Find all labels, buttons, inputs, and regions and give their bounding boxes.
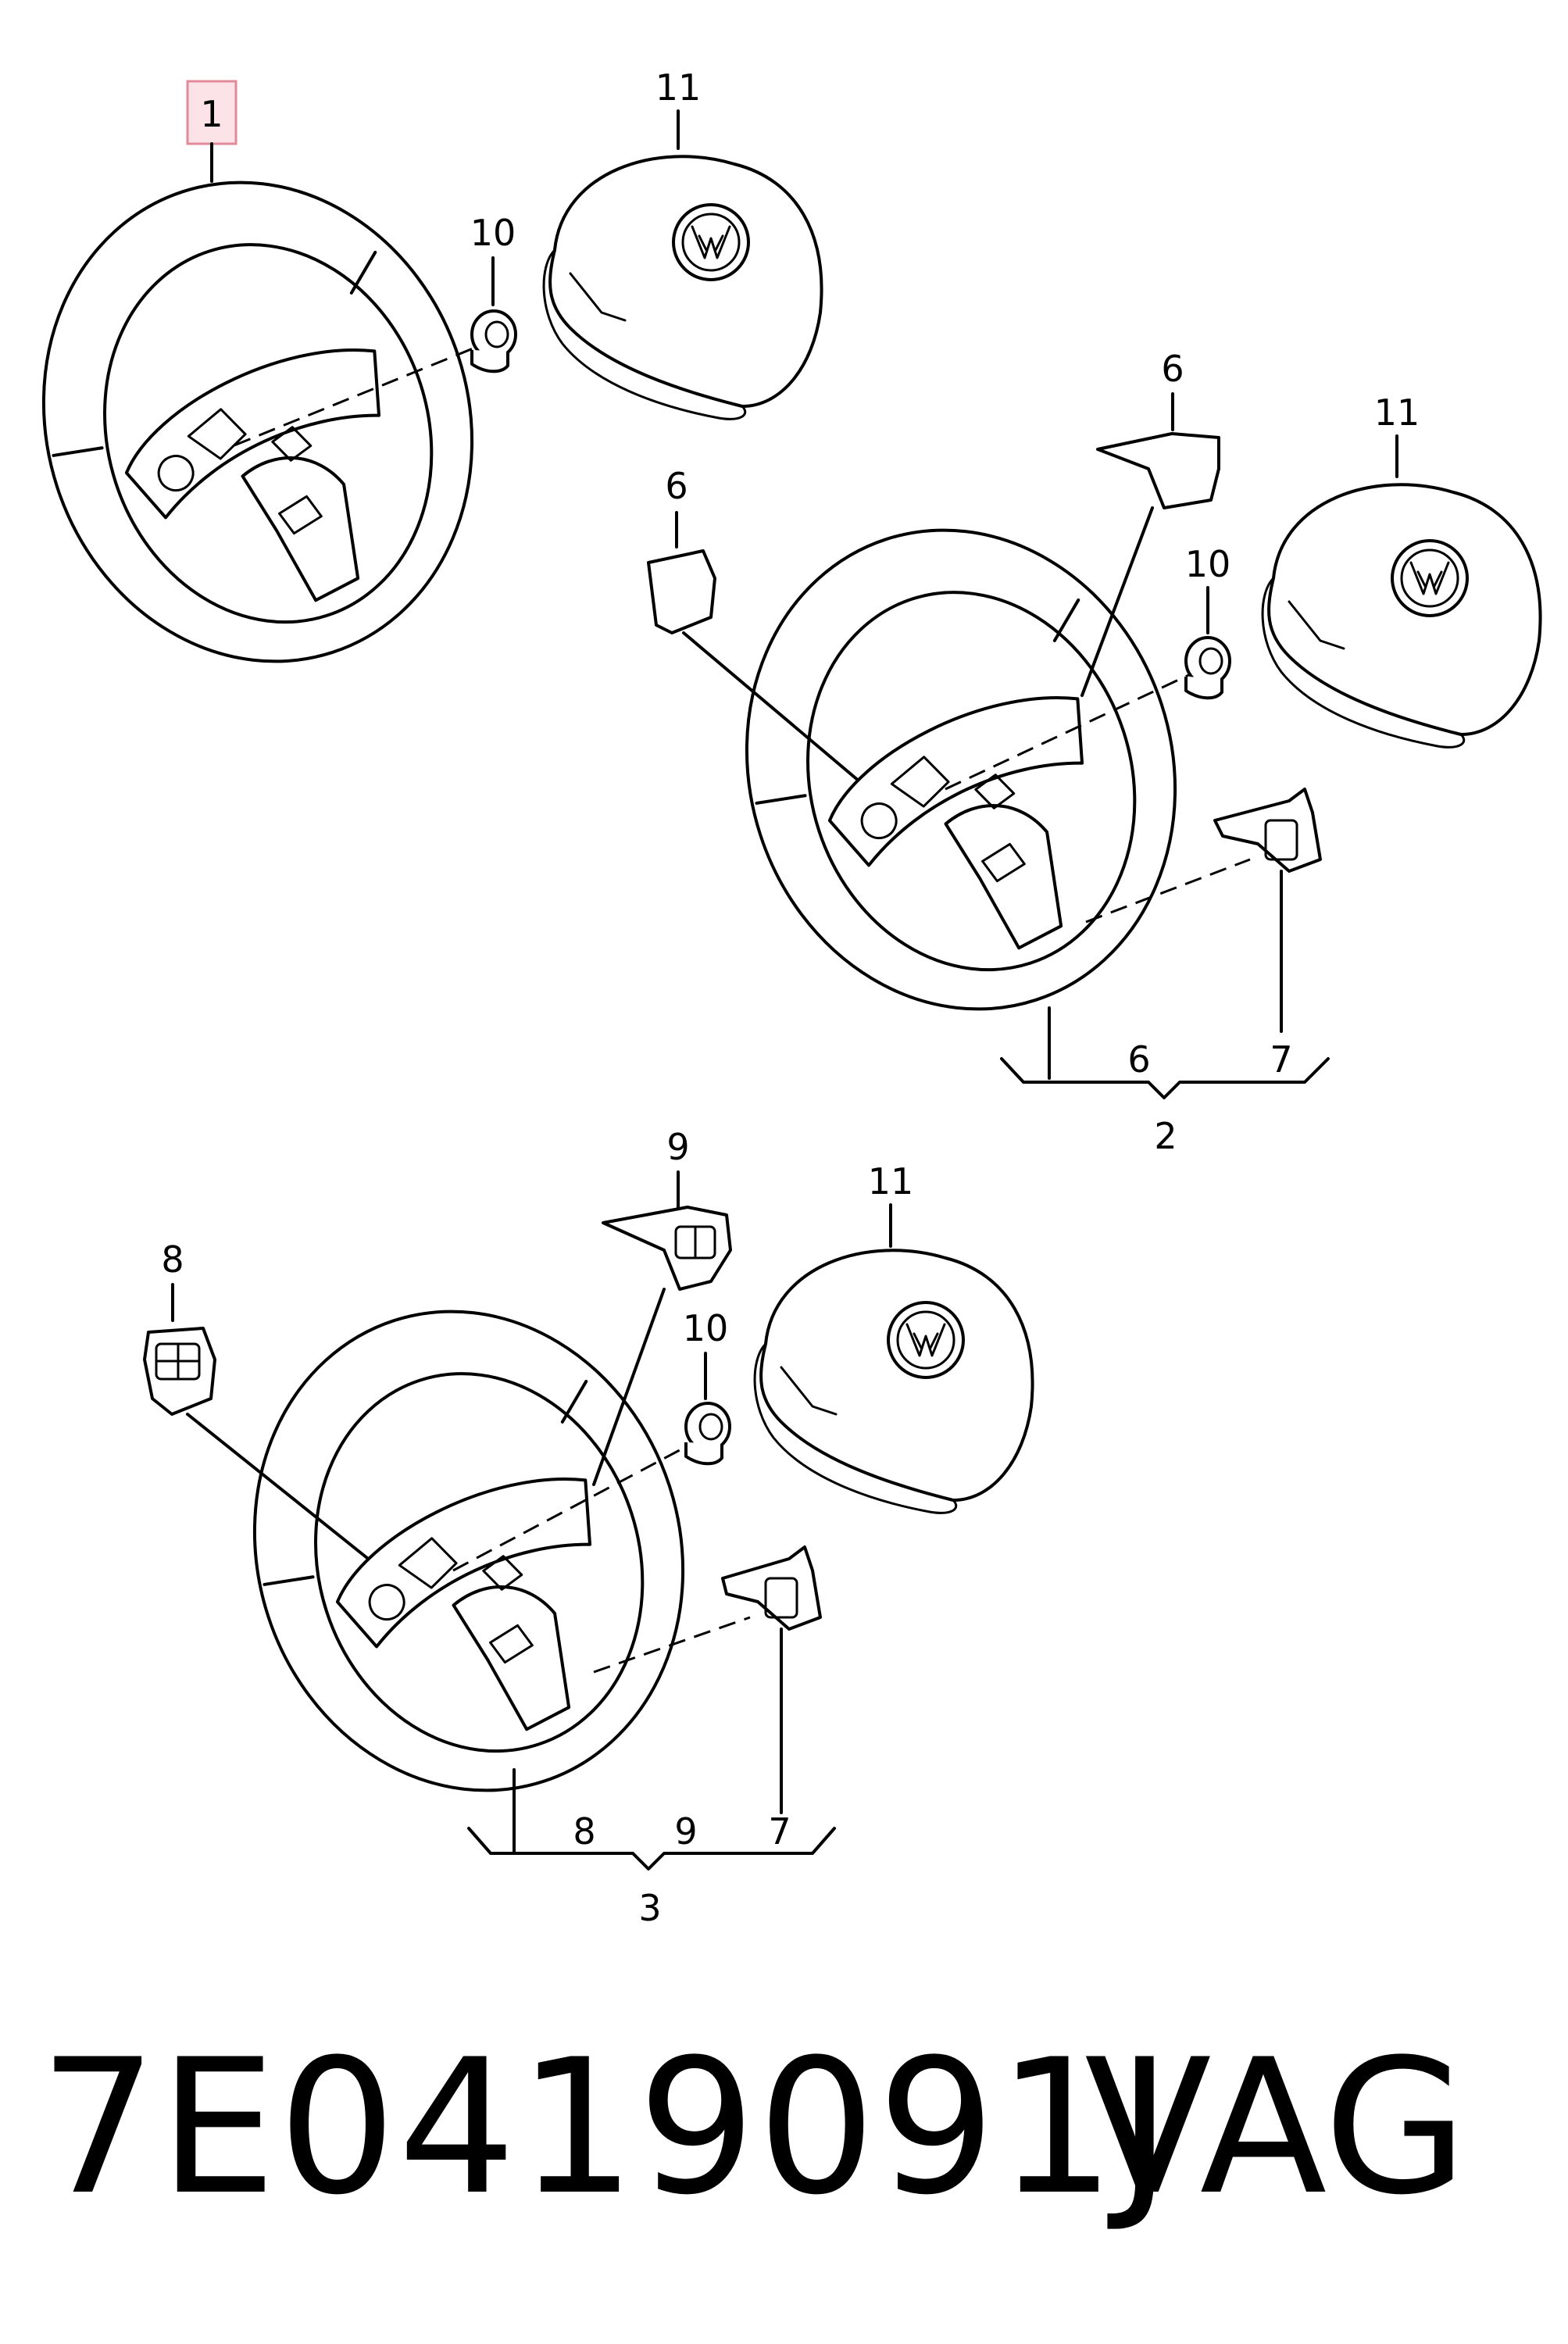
callout-label-6-bracket[interactable]: 6	[1127, 1038, 1150, 1081]
callout-label-10-top[interactable]: 10	[470, 212, 516, 254]
callout-label-6-left[interactable]: 6	[665, 465, 688, 507]
trim-cover-right-mid	[1096, 432, 1220, 509]
airbag-bottom	[753, 1249, 1034, 1514]
callout-label-9-bracket[interactable]: 9	[674, 1810, 697, 1853]
bracket-bottom	[721, 1545, 822, 1631]
top-wheel-group: 1 10 11	[41, 66, 823, 663]
vw-logo-icon-mid	[1391, 539, 1469, 617]
callout-label-1[interactable]: 1	[200, 93, 223, 135]
callout-label-11-mid[interactable]: 11	[1374, 391, 1420, 434]
switch-panel-right	[602, 1206, 732, 1291]
airbag-top	[542, 155, 823, 420]
middle-wheel-group: 6 6 10 1	[647, 348, 1542, 1157]
callout-label-10-bottom[interactable]: 10	[683, 1307, 729, 1349]
callout-label-11-top[interactable]: 11	[655, 66, 702, 109]
callout-label-7-bracket-bottom[interactable]: 7	[768, 1810, 791, 1853]
callout-label-8-bracket[interactable]: 8	[573, 1810, 595, 1853]
part-number: 7E0419091J	[39, 2020, 1173, 2236]
bolt-mid	[1184, 636, 1231, 700]
steering-wheel-mid	[745, 528, 1177, 1011]
vw-logo-icon-bottom	[887, 1301, 965, 1379]
steering-wheel-bottom	[252, 1310, 685, 1792]
bracket-mid	[1213, 788, 1322, 873]
callout-label-9-top[interactable]: 9	[666, 1126, 689, 1168]
callout-label-2[interactable]: 2	[1154, 1115, 1177, 1157]
callout-label-3[interactable]: 3	[638, 1887, 661, 1929]
callout-label-6-right[interactable]: 6	[1161, 348, 1184, 390]
bolt-top	[470, 309, 517, 373]
assembly-bracket-3	[467, 1827, 836, 1871]
bolt-bottom	[684, 1402, 731, 1466]
bottom-wheel-group: 9 8	[143, 1126, 1034, 1929]
switch-panel-left	[143, 1327, 216, 1416]
callout-label-10-mid[interactable]: 10	[1185, 543, 1231, 585]
assembly-bracket-2	[1000, 1057, 1330, 1099]
callout-label-11-bottom[interactable]: 11	[868, 1160, 914, 1202]
steering-wheel-top	[41, 180, 474, 663]
trim-cover-left-mid	[647, 549, 716, 634]
vw-logo-icon-top	[672, 203, 750, 281]
callout-label-7-bracket-mid[interactable]: 7	[1270, 1038, 1292, 1081]
airbag-mid	[1261, 483, 1542, 749]
callout-label-8-top[interactable]: 8	[161, 1238, 184, 1281]
brand-name: VAG	[1084, 2020, 1468, 2236]
